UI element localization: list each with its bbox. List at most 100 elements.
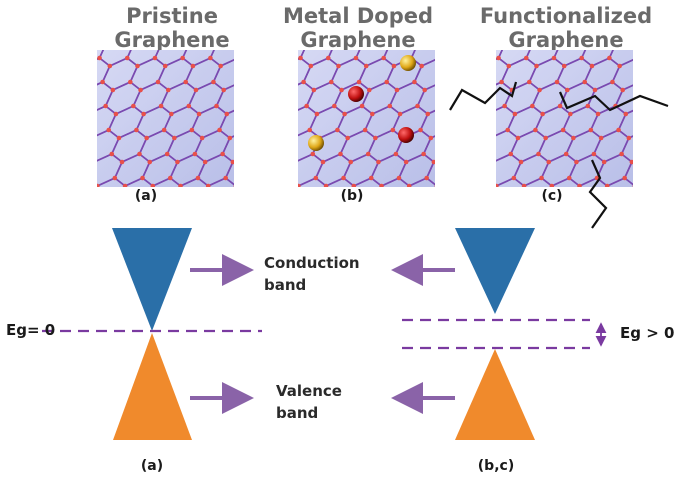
carbon-atom: [381, 272, 386, 277]
carbon-atom: [15, 208, 20, 213]
carbon-atom: [224, 111, 230, 117]
carbon-atom: [150, 32, 155, 37]
lattice-hexagon: [149, 0, 184, 18]
carbon-atom: [91, 224, 96, 229]
title-functionalized-graphene: Functionalized Graphene: [466, 4, 666, 52]
band-gap-label-positive: Eg > 0: [620, 324, 675, 342]
carbon-atom: [579, 272, 584, 277]
lattice-hexagon: [443, 34, 478, 66]
carbon-atom: [314, 328, 319, 333]
carbon-atom: [320, 8, 325, 13]
lattice-hexagon: [251, 82, 286, 114]
carbon-atom: [66, 32, 71, 37]
carbon-atom: [679, 112, 684, 117]
carbon-atom: [74, 16, 79, 21]
carbon-atom: [447, 64, 452, 69]
carbon-atom: [424, 175, 429, 181]
carbon-atom: [114, 280, 119, 285]
carbon-atom: [45, 80, 50, 85]
carbon-atom: [409, 272, 414, 277]
carbon-atom: [167, 175, 173, 181]
carbon-atom: [452, 176, 457, 181]
carbon-atom: [434, 32, 439, 37]
carbon-atom: [385, 272, 390, 277]
carbon-atom: [540, 111, 545, 117]
carbon-atom: [185, 16, 190, 21]
carbon-atom: [0, 88, 4, 93]
carbon-atom: [563, 151, 569, 157]
carbon-atom: [172, 135, 177, 141]
carbon-atom: [536, 151, 541, 157]
carbon-atom: [236, 272, 241, 277]
lattice-hexagon: [7, 178, 42, 210]
carbon-atom: [292, 8, 297, 13]
carbon-atom: [559, 256, 564, 261]
carbon-atom: [295, 232, 300, 237]
carbon-atom: [255, 152, 260, 157]
carbon-atom: [434, 248, 439, 253]
carbon-atom: [256, 304, 261, 309]
carbon-atom: [186, 320, 191, 325]
carbon-atom: [537, 87, 542, 93]
lattice-hexagon: [383, 250, 418, 282]
carbon-atom: [456, 176, 461, 181]
lattice-hexagon: [350, 202, 385, 234]
lattice-hexagon: [354, 202, 389, 234]
carbon-atom: [190, 63, 196, 69]
lattice-hexagon: [387, 274, 422, 306]
carbon-atom: [622, 175, 627, 181]
carbon-atom: [684, 224, 689, 229]
carbon-atom: [131, 320, 136, 325]
lattice-hexagon: [207, 10, 242, 42]
carbon-atom: [107, 63, 113, 69]
carbon-atom: [64, 160, 69, 165]
carbon-atom: [215, 40, 220, 45]
carbon-atom: [346, 328, 351, 333]
carbon-atom: [353, 55, 359, 61]
carbon-atom: [381, 55, 386, 61]
carbon-atom: [138, 87, 143, 93]
lattice-hexagon: [244, 82, 279, 114]
carbon-atom: [445, 232, 450, 237]
carbon-atom: [410, 248, 415, 253]
carbon-atom: [270, 104, 275, 109]
lattice-hexagon: [468, 10, 503, 42]
carbon-atom: [75, 320, 80, 325]
carbon-atom: [0, 304, 4, 309]
carbon-atom: [444, 80, 449, 85]
carbon-atom: [551, 272, 556, 277]
carbon-atom: [154, 208, 159, 213]
carbon-atom: [583, 232, 588, 237]
lattice-hexagon: [455, 130, 490, 162]
carbon-atom: [611, 232, 616, 237]
carbon-atom: [134, 127, 139, 133]
carbon-atom: [245, 128, 250, 133]
carbon-atom: [88, 200, 93, 205]
carbon-atom: [195, 175, 201, 181]
carbon-atom: [659, 248, 664, 253]
lattice-hexagon: [445, 298, 480, 330]
panel-label-b: (b): [340, 188, 364, 204]
carbon-atom: [230, 8, 235, 13]
carbon-atom: [320, 159, 326, 165]
carbon-atom: [545, 32, 550, 37]
lattice-hexagon: [294, 202, 329, 234]
lattice-hexagon: [38, 0, 73, 18]
carbon-atom: [284, 304, 289, 309]
lattice-hexagon: [287, 202, 322, 234]
carbon-atom: [684, 8, 689, 13]
carbon-atom: [610, 296, 615, 301]
carbon-atom: [55, 304, 60, 309]
lattice-hexagon: [189, 298, 224, 330]
lattice-hexagon: [363, 274, 398, 306]
carbon-atom: [527, 40, 532, 45]
carbon-atom: [523, 55, 529, 61]
carbon-atom: [580, 16, 585, 21]
carbon-atom: [601, 8, 606, 13]
carbon-atom: [298, 40, 303, 45]
carbon-atom: [301, 296, 306, 301]
carbon-atom: [109, 151, 115, 157]
carbon-atom: [341, 8, 346, 13]
carbon-atom: [416, 256, 421, 261]
carbon-atom: [666, 232, 671, 237]
